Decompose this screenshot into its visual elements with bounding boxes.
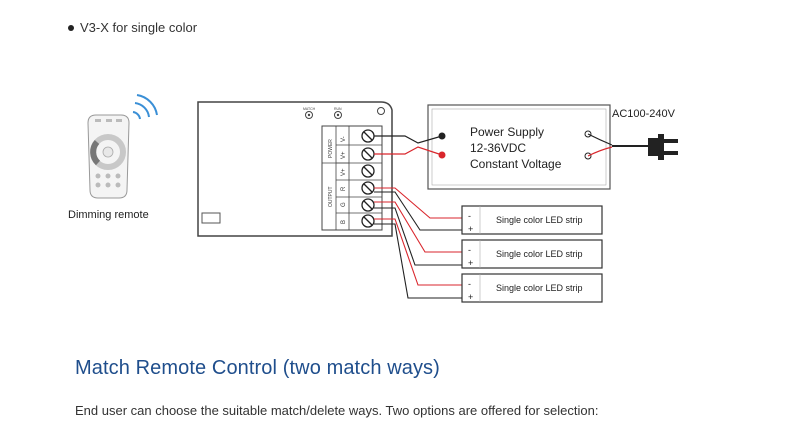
led-strip-label: Single color LED strip bbox=[496, 215, 583, 225]
terminal-label: V- bbox=[341, 136, 347, 142]
power-supply: Power Supply 12-36VDC Constant Voltage bbox=[427, 104, 611, 190]
output-wires bbox=[374, 187, 462, 299]
remote-icon bbox=[87, 114, 130, 199]
terminal-screws bbox=[361, 129, 375, 228]
section-body: End user can choose the suitable match/d… bbox=[75, 403, 599, 418]
terminal-label: R bbox=[341, 186, 347, 191]
power-supply-line: Constant Voltage bbox=[470, 157, 562, 171]
led-strip-label: Single color LED strip bbox=[496, 249, 583, 259]
output-group-label: OUTPUT bbox=[328, 186, 334, 207]
section-heading: Match Remote Control (two match ways) bbox=[75, 357, 440, 379]
svg-text:-: - bbox=[468, 279, 471, 289]
power-supply-line: 12-36VDC bbox=[470, 141, 526, 155]
led-strip: - + Single color LED strip bbox=[461, 239, 603, 269]
led-strip-label: Single color LED strip bbox=[496, 283, 583, 293]
led-strip: - + Single color LED strip bbox=[461, 273, 603, 303]
power-supply-line: Power Supply bbox=[470, 125, 544, 139]
match-led-label: MATCH bbox=[303, 107, 316, 111]
led-strip: - + Single color LED strip bbox=[461, 205, 603, 235]
terminal-label: V+ bbox=[341, 168, 347, 176]
svg-text:+: + bbox=[468, 224, 473, 234]
mains-label: AC100-240V bbox=[612, 108, 676, 120]
intro-bullet-text: V3-X for single color bbox=[80, 20, 198, 35]
wiring-diagram: Dimming remote MATCH RUN POWER OUTPUT V-… bbox=[68, 94, 678, 303]
run-led-label: RUN bbox=[334, 107, 342, 111]
power-wires bbox=[374, 135, 443, 156]
svg-text:+: + bbox=[468, 292, 473, 302]
power-group-label: POWER bbox=[328, 139, 334, 158]
terminal-label: B bbox=[341, 220, 347, 224]
remote-label: Dimming remote bbox=[68, 209, 149, 221]
plug-icon bbox=[648, 134, 678, 160]
bullet-icon bbox=[68, 24, 74, 31]
wireless-signal-icon bbox=[132, 94, 158, 120]
mains-wires bbox=[587, 133, 648, 157]
terminal-label: G bbox=[341, 202, 347, 207]
svg-text:-: - bbox=[468, 211, 471, 221]
controller: MATCH RUN POWER OUTPUT V- V+ V+ R G B bbox=[197, 101, 393, 237]
terminal-label: V+ bbox=[341, 151, 347, 159]
svg-text:-: - bbox=[468, 245, 471, 255]
intro-bullet: V3-X for single color bbox=[68, 20, 197, 35]
svg-text:+: + bbox=[468, 258, 473, 268]
